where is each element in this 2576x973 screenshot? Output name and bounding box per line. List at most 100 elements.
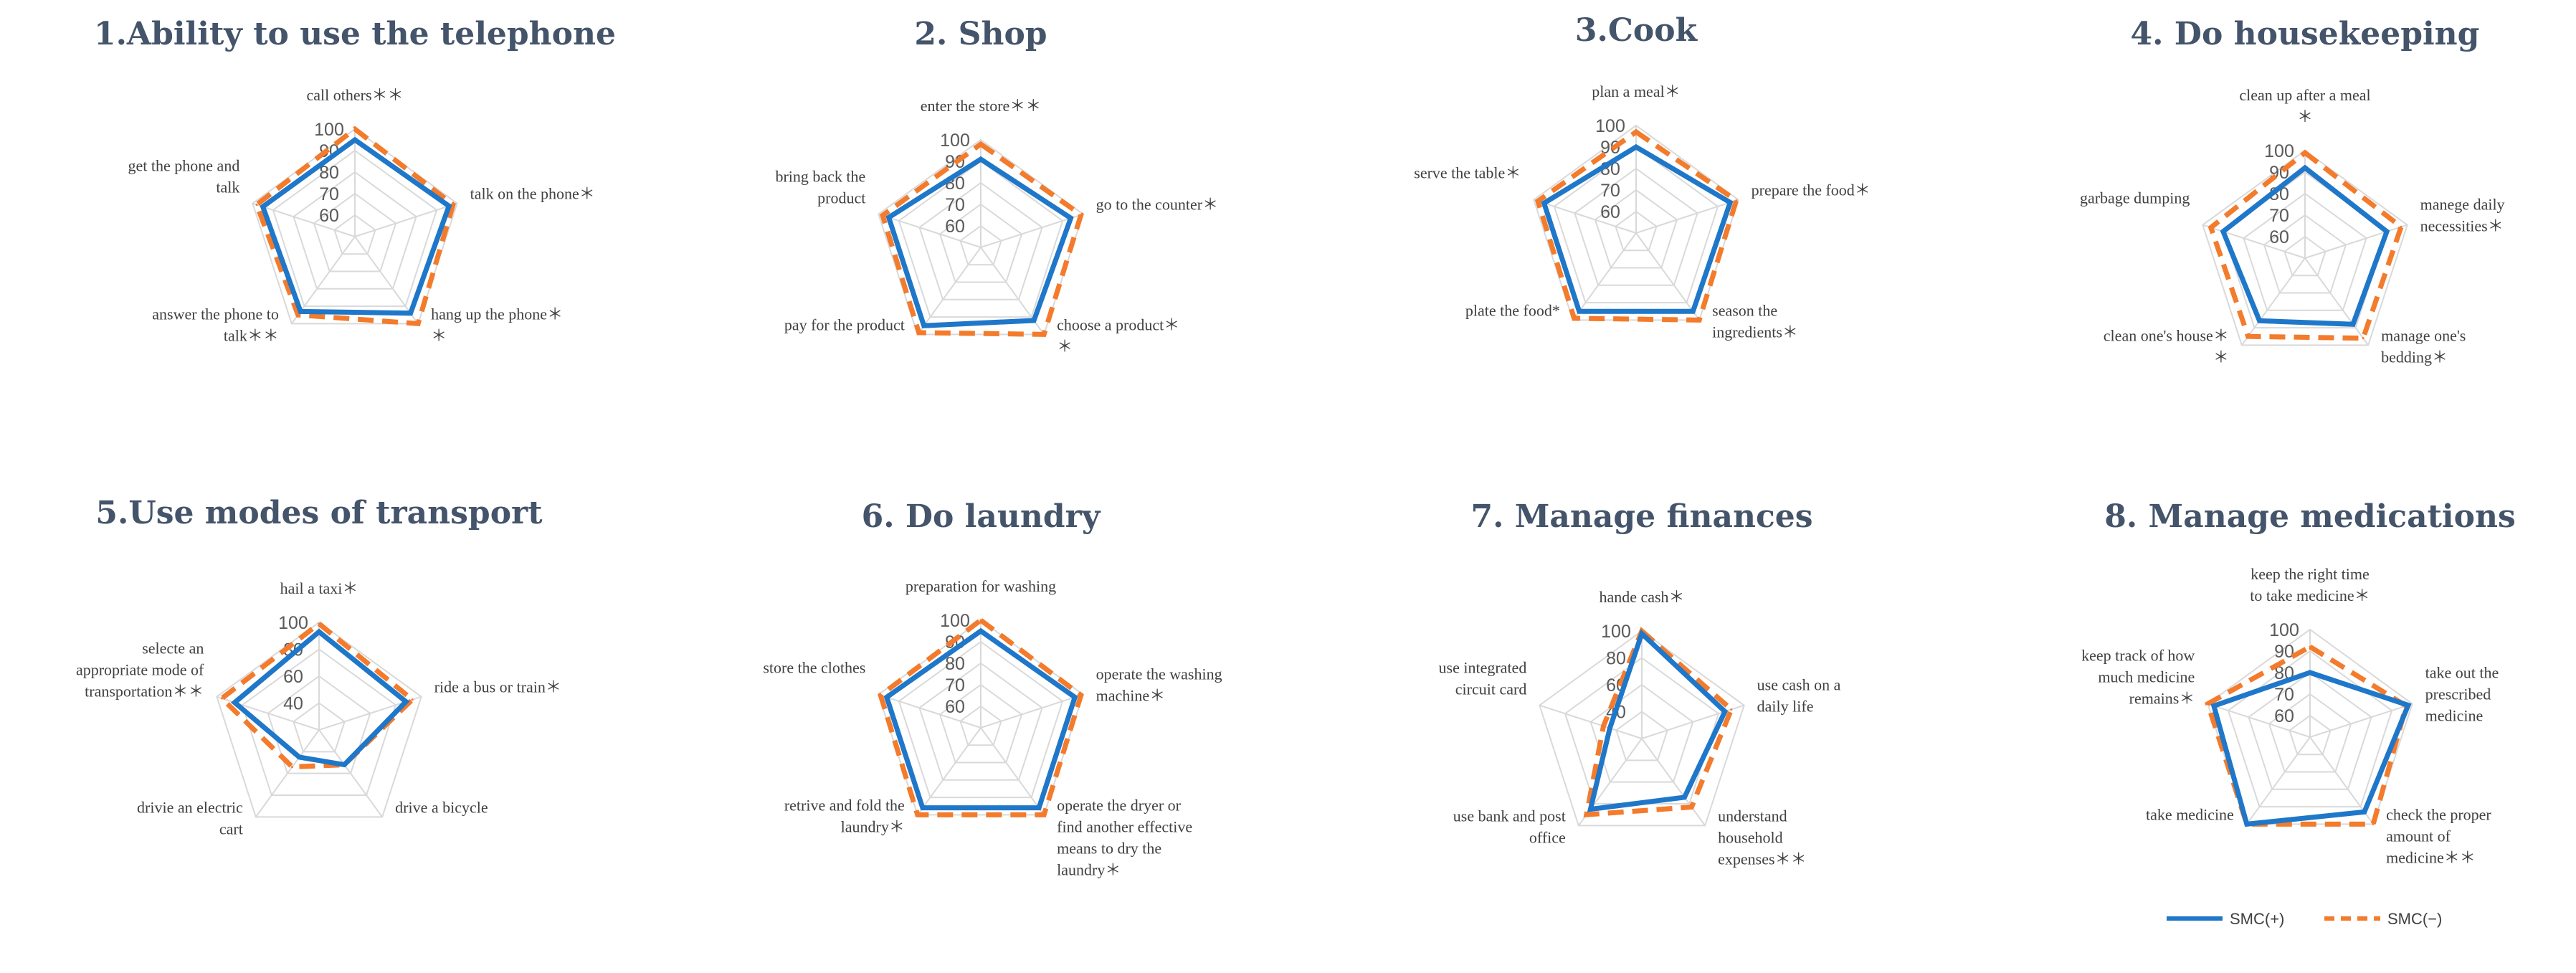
axis-label: medicine (2425, 707, 2484, 725)
point-smc-plus (262, 205, 265, 208)
panel-title: 8. Manage medications (2104, 498, 2516, 535)
axis-label: expenses＊＊ (1718, 850, 1806, 868)
point-smc-minus (1698, 318, 1701, 321)
point-smc-plus (923, 324, 926, 327)
grid-spoke (2202, 224, 2306, 259)
axis-label: to take medicine＊ (2250, 587, 2370, 604)
point-smc-plus (299, 310, 302, 313)
point-smc-minus (1690, 806, 1693, 809)
axis-label: ＊ (1057, 337, 1073, 355)
axis-label: season the (1712, 301, 1777, 319)
axis-label: household (1718, 828, 1782, 846)
axis-label: plate the food* (1465, 301, 1560, 319)
grid-ring (898, 160, 1064, 318)
tick-label: 70 (2274, 685, 2294, 705)
point-smc-plus (979, 630, 982, 632)
axis-label: much medicine (2098, 668, 2195, 686)
grid-spoke (1641, 738, 1706, 826)
point-smc-minus (881, 214, 884, 217)
panel-title: 2. Shop (914, 16, 1047, 52)
point-smc-plus (409, 312, 412, 315)
axis-label: cart (219, 820, 243, 837)
grid-ring (2289, 714, 2332, 756)
legend-label-smc-plus: SMC(+) (2230, 910, 2284, 928)
tick-label: 60 (283, 667, 303, 687)
axis-label: take medicine (2146, 805, 2234, 823)
tick-label: 70 (1600, 181, 1620, 201)
axis-label: go to the counter＊ (1096, 196, 1218, 214)
point-smc-plus (1640, 632, 1643, 635)
point-smc-plus (921, 807, 924, 810)
point-smc-minus (1735, 199, 1738, 202)
tick-label: 80 (1606, 649, 1626, 669)
axis-label: ＊ (431, 326, 447, 344)
tick-label: 40 (283, 694, 303, 714)
axis-label: ＊ (2213, 348, 2229, 366)
point-smc-plus (2258, 319, 2261, 322)
point-smc-plus (318, 630, 320, 633)
point-smc-minus (1635, 130, 1638, 133)
tick-label: 60 (945, 217, 965, 237)
grid-ring (2268, 693, 2352, 773)
grid-ring (272, 149, 438, 308)
axis-label: check the proper (2386, 805, 2491, 823)
grid-ring (938, 203, 1023, 283)
panel-title: 6. Do laundry (862, 498, 1101, 535)
point-smc-minus (2400, 225, 2402, 228)
grid-ring (313, 192, 397, 272)
point-smc-minus (2372, 822, 2375, 825)
axis-label: drivie an electric (137, 798, 243, 816)
point-smc-plus (1073, 696, 1076, 698)
grid-ring (293, 702, 346, 753)
axis-label: bedding＊ (2381, 348, 2448, 366)
grid-ring (2248, 671, 2372, 790)
axis-label: pay for the product (784, 315, 905, 333)
axis-label: prescribed (2425, 685, 2491, 703)
point-smc-plus (1635, 146, 1638, 148)
point-smc-minus (417, 322, 419, 325)
point-smc-minus (1573, 317, 1576, 320)
grid-spoke (1539, 704, 1643, 739)
grid-spoke (1635, 232, 1700, 321)
point-smc-plus (2245, 822, 2248, 825)
axis-label: appropriate mode of (76, 661, 204, 679)
point-smc-minus (879, 694, 882, 697)
point-smc-minus (452, 204, 455, 207)
point-smc-minus (353, 128, 356, 130)
axis-label: necessities＊ (2420, 217, 2504, 235)
point-smc-plus (1683, 796, 1686, 799)
point-smc-plus (1578, 310, 1581, 313)
tick-label: 100 (940, 611, 970, 631)
series-smc-minus (1583, 627, 1735, 818)
grid-ring (293, 171, 417, 290)
grid-ring (1594, 189, 1678, 269)
point-smc-plus (353, 138, 356, 141)
tick-label: 70 (319, 184, 339, 204)
tick-label: 70 (945, 195, 965, 215)
tick-label: 70 (945, 675, 965, 696)
tick-label: 60 (945, 697, 965, 717)
axis-label: plan a meal＊ (1592, 82, 1680, 100)
grid-ring (2202, 149, 2408, 346)
axis-label: selecte an (142, 640, 204, 658)
point-smc-minus (2247, 335, 2250, 338)
panel-title: 3.Cook (1575, 12, 1698, 49)
series-smc-plus (230, 628, 410, 768)
point-smc-minus (2304, 151, 2306, 154)
grid-spoke (2241, 257, 2306, 346)
series-smc-minus (253, 125, 456, 327)
point-smc-plus (1543, 201, 1546, 204)
point-smc-minus (1080, 214, 1083, 217)
axis-label: hande cash＊ (1599, 588, 1684, 606)
point-smc-plus (1032, 319, 1035, 322)
legend: SMC(+) SMC(−) (2167, 910, 2442, 928)
grid-spoke (917, 247, 982, 335)
grid-spoke (1534, 199, 1637, 234)
grid-spoke (2207, 703, 2311, 738)
axis-label: use bank and post (1453, 807, 1566, 825)
series-smc-plus (260, 136, 452, 316)
point-smc-minus (220, 697, 223, 700)
grid-ring (216, 621, 422, 818)
series-smc-minus (218, 620, 417, 770)
